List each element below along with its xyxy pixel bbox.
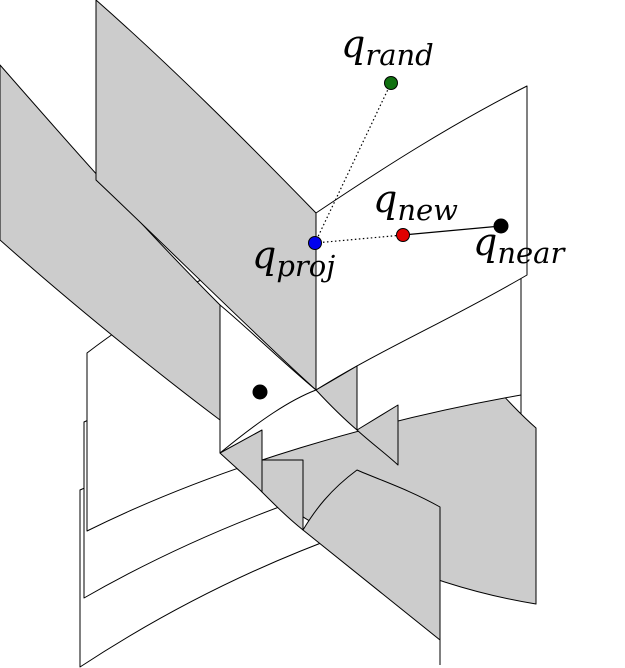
- rand-to-proj-line: [314, 82, 392, 244]
- q-proj-point: [308, 236, 322, 250]
- q-new-label: qnew: [373, 177, 458, 227]
- manifold-patch-upper-right: [315, 85, 528, 391]
- sample-point: [252, 384, 268, 400]
- proj-to-new-line: [314, 234, 404, 244]
- q-near-label-sub: near: [497, 236, 566, 270]
- q-rand-label-sub: rand: [365, 38, 433, 72]
- q-new-label-sub: new: [397, 193, 458, 227]
- q-proj-label-sub: proj: [276, 249, 335, 283]
- q-rand-label-base: q: [341, 22, 365, 66]
- q-near-label-base: q: [473, 220, 497, 264]
- constraint-sheet-bottom: [302, 469, 441, 641]
- q-rand-label: qrand: [341, 22, 434, 72]
- q-new-label-base: q: [373, 177, 397, 221]
- q-near-label: qnear: [473, 220, 566, 270]
- new-to-near-line: [402, 225, 502, 236]
- q-near-point: [493, 218, 509, 234]
- divider-lines: [261, 366, 441, 665]
- q-new-point: [396, 228, 410, 242]
- q-rand-point: [384, 76, 398, 90]
- q-proj-label: qproj: [252, 233, 335, 283]
- q-proj-label-base: q: [252, 233, 276, 277]
